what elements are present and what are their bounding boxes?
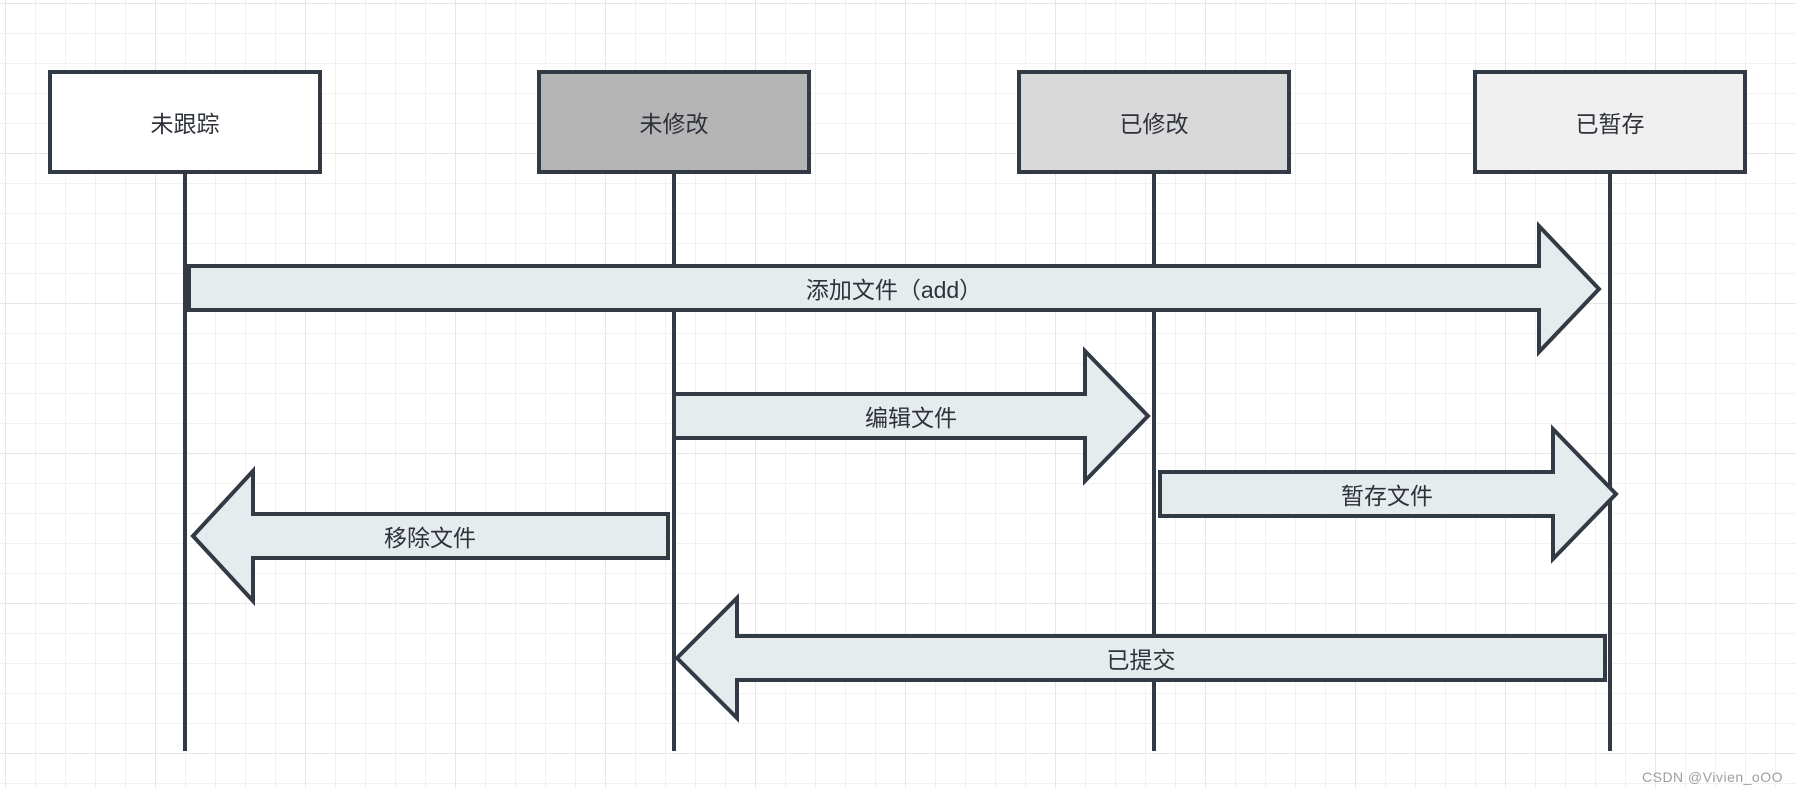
arrow-label-commit: 已提交 bbox=[1106, 647, 1176, 673]
arrow-label-edit-file: 编辑文件 bbox=[865, 405, 957, 431]
state-label-untracked: 未跟踪 bbox=[150, 111, 220, 137]
arrow-edit-file bbox=[672, 346, 1151, 486]
arrow-stage-file bbox=[1158, 424, 1619, 564]
arrow-commit bbox=[674, 593, 1607, 723]
arrow-add-file bbox=[187, 221, 1602, 357]
state-box-untracked: 未跟踪 bbox=[48, 70, 322, 174]
state-label-unmodified: 未修改 bbox=[639, 111, 709, 137]
state-box-unmodified: 未修改 bbox=[537, 70, 811, 174]
state-label-modified: 已修改 bbox=[1119, 111, 1189, 137]
arrow-label-remove-file: 移除文件 bbox=[384, 525, 476, 551]
state-label-staged: 已暂存 bbox=[1575, 111, 1645, 137]
arrow-label-stage-file: 暂存文件 bbox=[1341, 483, 1433, 509]
state-box-modified: 已修改 bbox=[1017, 70, 1291, 174]
arrow-remove-file bbox=[190, 465, 670, 607]
csdn-watermark: CSDN @Vivien_oOO bbox=[1642, 769, 1783, 785]
arrow-label-add-file: 添加文件（add） bbox=[805, 277, 983, 303]
state-box-staged: 已暂存 bbox=[1473, 70, 1747, 174]
